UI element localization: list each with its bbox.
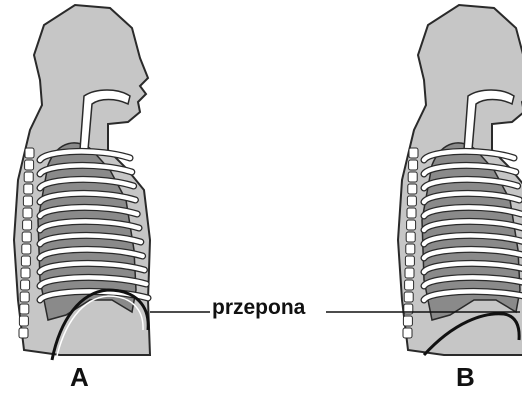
vertebra bbox=[408, 184, 417, 194]
vertebra bbox=[21, 256, 30, 266]
figure-label-b: B bbox=[456, 364, 475, 390]
vertebra bbox=[21, 268, 30, 278]
vertebra bbox=[20, 292, 29, 302]
vertebra bbox=[20, 304, 29, 314]
vertebra bbox=[24, 184, 33, 194]
vertebra bbox=[19, 316, 28, 326]
vertebra bbox=[409, 160, 418, 170]
vertebra bbox=[403, 316, 412, 326]
vertebra bbox=[23, 196, 32, 206]
vertebra bbox=[409, 148, 418, 158]
vertebra bbox=[406, 244, 415, 254]
vertebra bbox=[407, 220, 416, 230]
vertebra bbox=[23, 220, 32, 230]
vertebra bbox=[24, 172, 33, 182]
vertebra bbox=[25, 160, 34, 170]
vertebra bbox=[408, 172, 417, 182]
vertebra bbox=[22, 244, 31, 254]
vertebra bbox=[407, 196, 416, 206]
figure-label-a: A bbox=[70, 364, 89, 390]
vertebra bbox=[403, 328, 412, 338]
diaphragm-label: przepona bbox=[212, 297, 305, 318]
vertebra bbox=[406, 232, 415, 242]
vertebra bbox=[405, 280, 414, 290]
vertebra bbox=[23, 208, 32, 218]
vertebra bbox=[25, 148, 34, 158]
vertebra bbox=[21, 280, 30, 290]
vertebra bbox=[19, 328, 28, 338]
figure-b bbox=[398, 5, 522, 355]
vertebra bbox=[405, 256, 414, 266]
vertebra bbox=[22, 232, 31, 242]
vertebra bbox=[404, 292, 413, 302]
vertebra bbox=[407, 208, 416, 218]
vertebra bbox=[405, 268, 414, 278]
figure-a bbox=[14, 5, 150, 360]
